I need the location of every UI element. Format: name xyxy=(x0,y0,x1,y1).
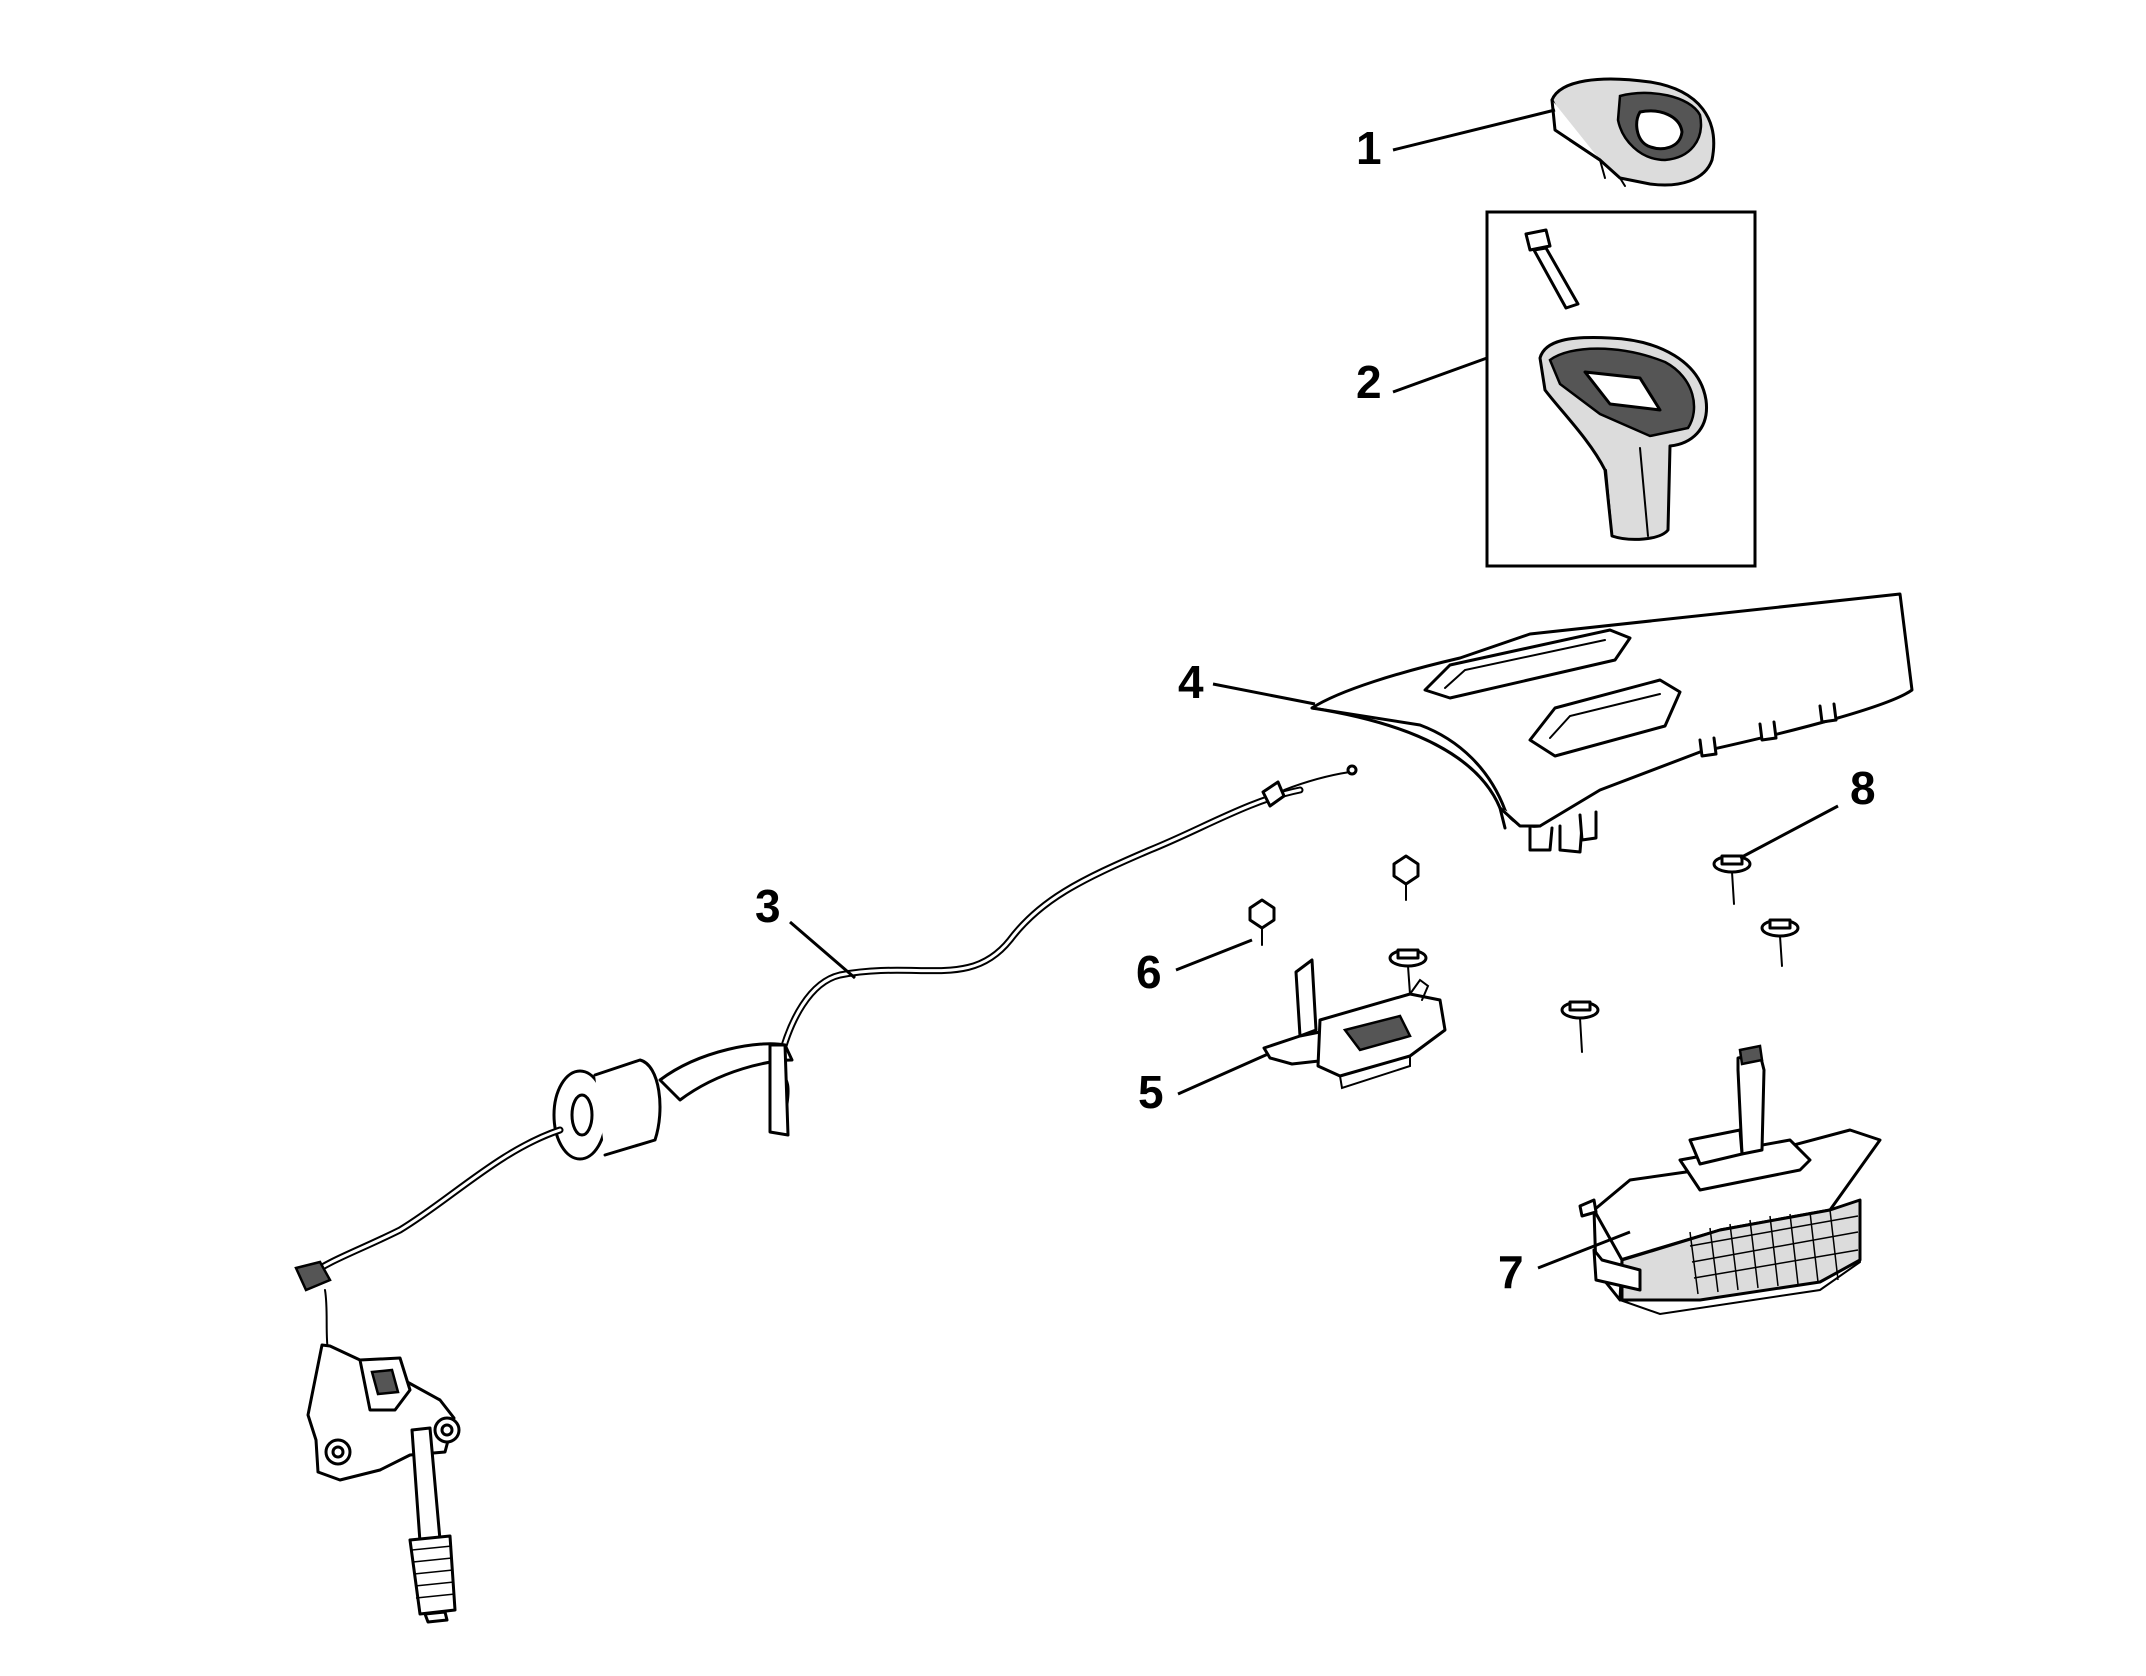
bolt-6b xyxy=(1392,854,1420,901)
leader-1 xyxy=(1392,108,1556,152)
leader-2 xyxy=(1392,356,1488,394)
callout-3: 3 xyxy=(755,880,781,932)
callout-6: 6 xyxy=(1136,946,1162,998)
leader-7 xyxy=(1537,1230,1631,1270)
screw-8c xyxy=(1712,854,1752,905)
callout-1: 1 xyxy=(1356,122,1382,174)
part-6-bolts xyxy=(1248,854,1420,946)
part-3-shift-cable xyxy=(294,764,1358,1624)
leader-6 xyxy=(1175,938,1253,972)
callout-4: 4 xyxy=(1178,656,1204,708)
callout-8: 8 xyxy=(1850,762,1876,814)
leader-8 xyxy=(1739,804,1839,860)
screw-8d xyxy=(1760,918,1800,967)
bolt-6a xyxy=(1248,898,1276,946)
leader-4 xyxy=(1212,682,1316,706)
screw-8b xyxy=(1560,1000,1600,1053)
part-4-console-bezel xyxy=(1310,592,1914,854)
part-5-bracket xyxy=(1262,958,1447,1090)
screw-8a xyxy=(1388,948,1428,995)
callout-2: 2 xyxy=(1356,356,1382,408)
callout-5: 5 xyxy=(1138,1066,1164,1118)
part-8-screws xyxy=(1388,854,1800,1053)
part-2-shift-knob xyxy=(1524,228,1708,541)
part-1-shift-knob-cap xyxy=(1550,77,1716,187)
leader-5 xyxy=(1177,1052,1269,1096)
callout-7: 7 xyxy=(1498,1246,1524,1298)
leader-3 xyxy=(789,920,856,980)
part-7-shifter-assembly xyxy=(1578,1044,1882,1316)
